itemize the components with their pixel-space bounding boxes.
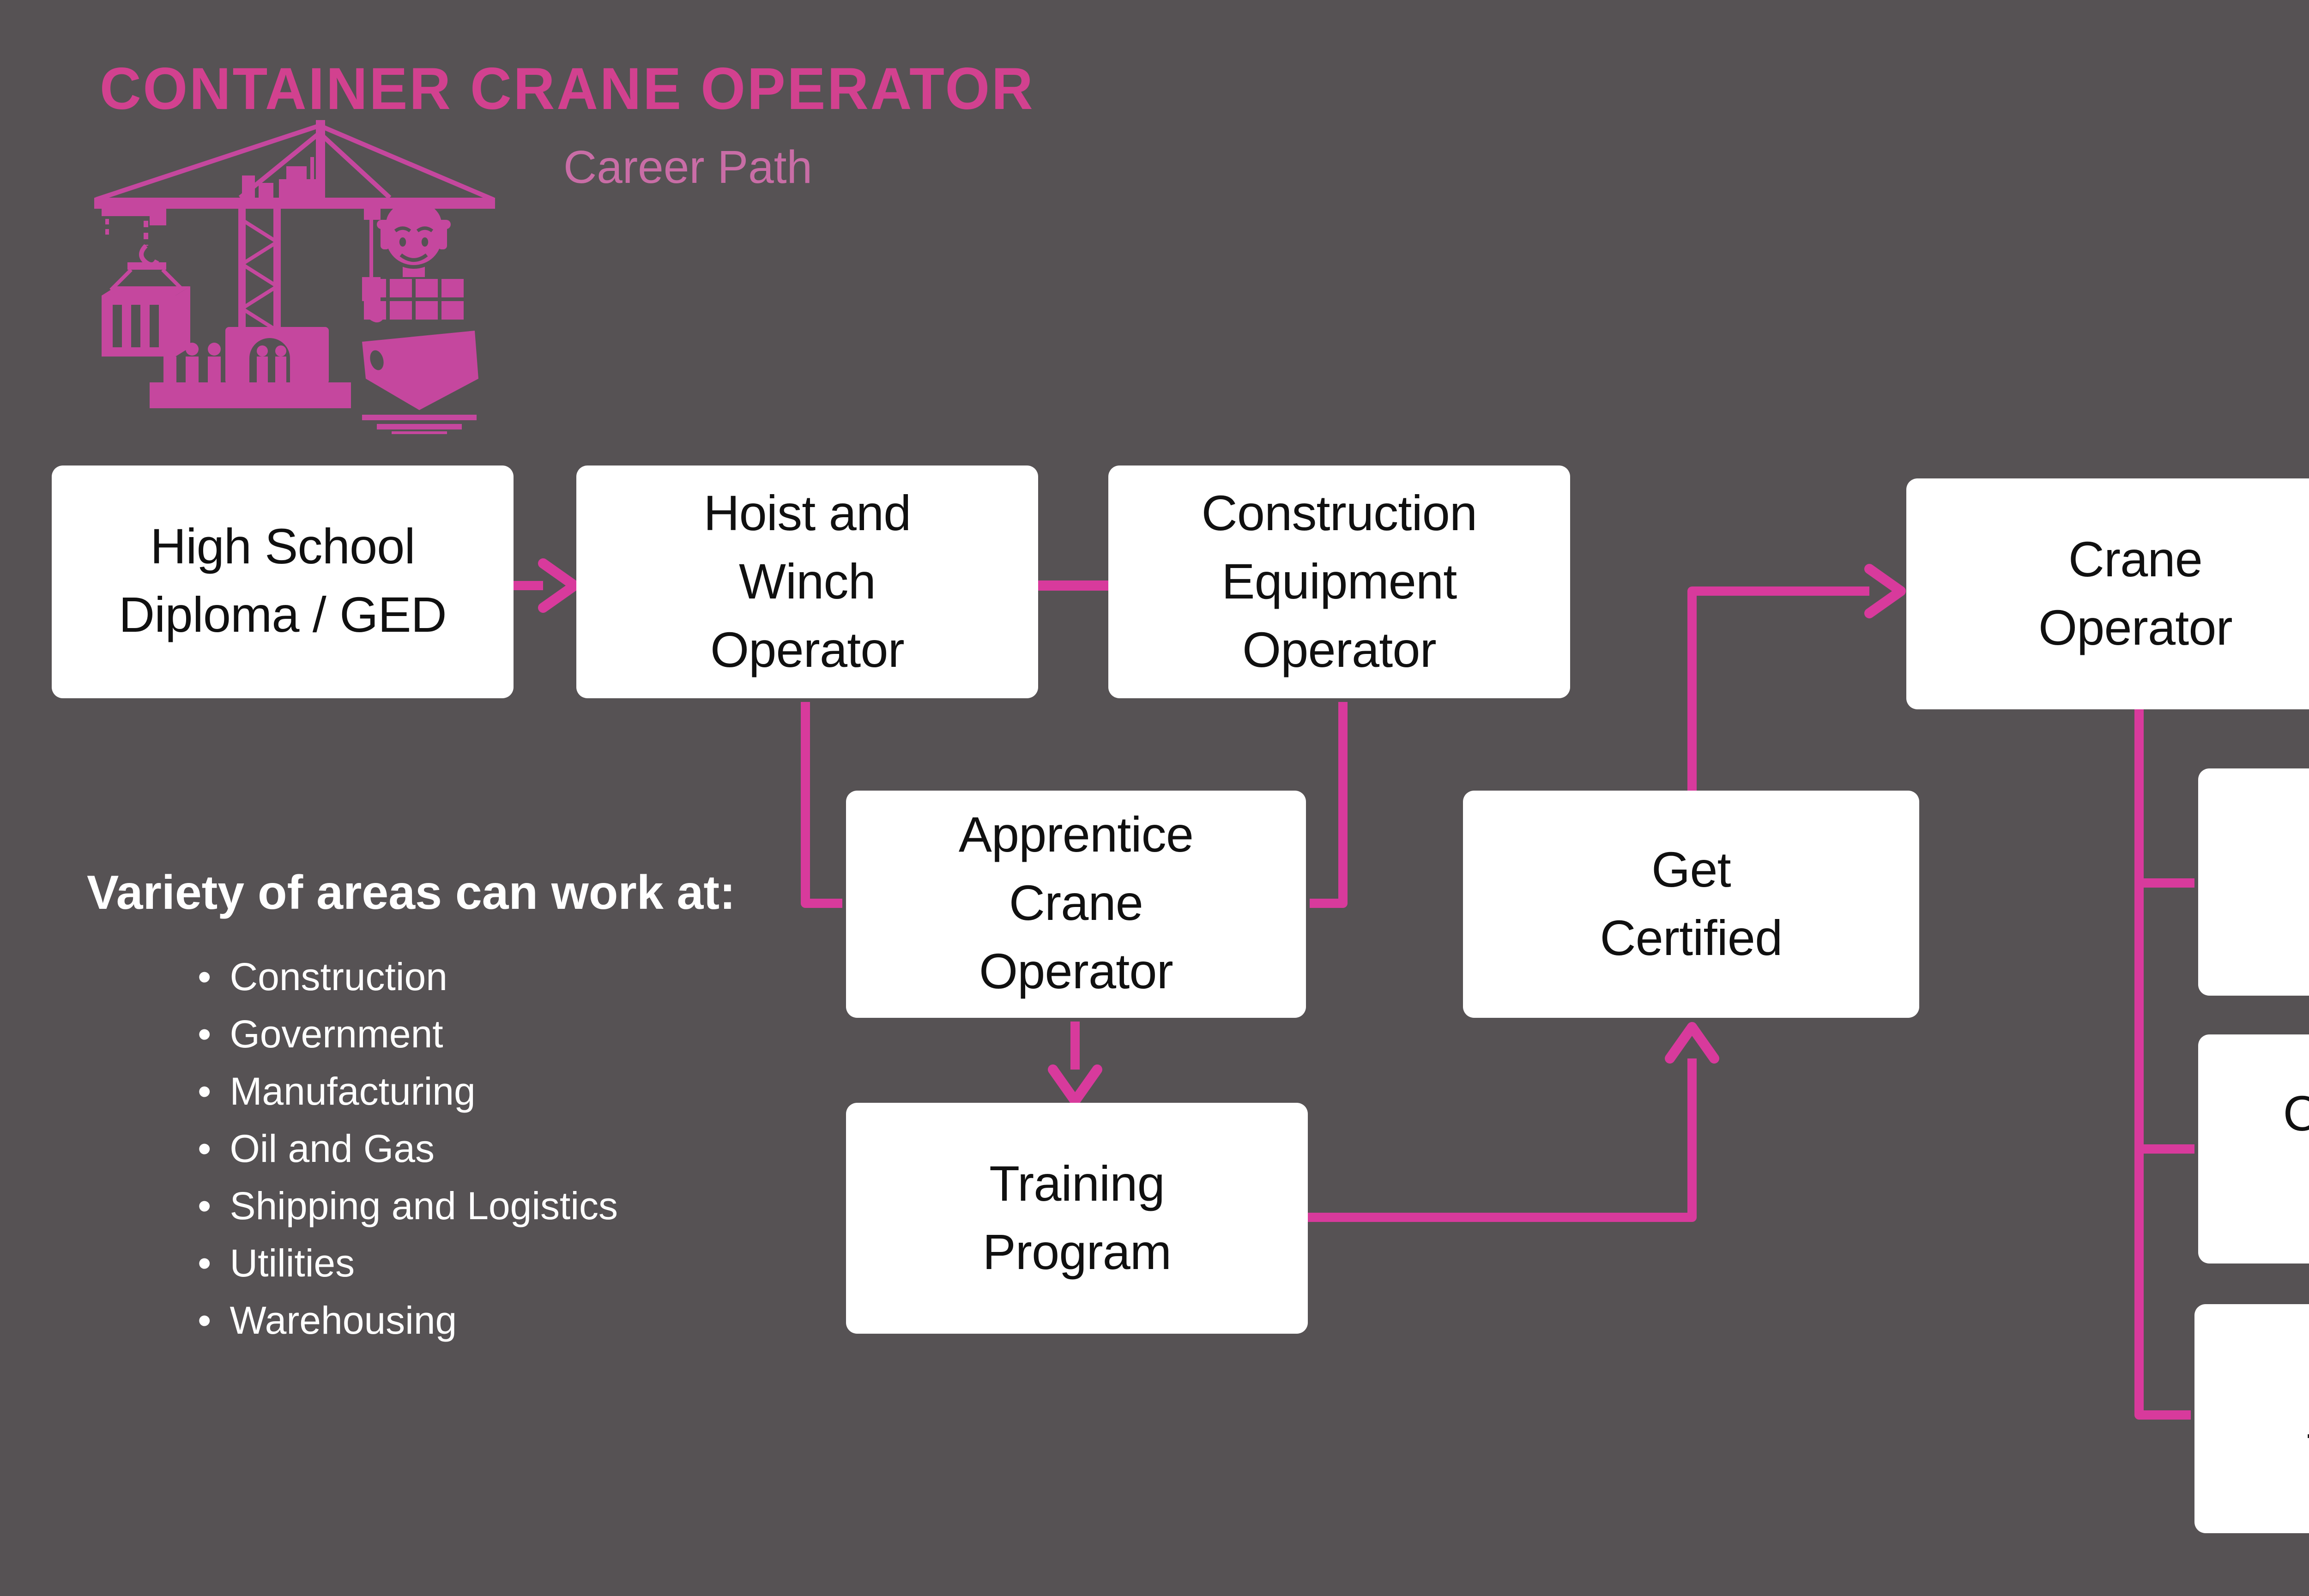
page-title: CONTAINER CRANE OPERATOR [100,55,1035,122]
work-areas-heading: Variety of areas can work at: [87,864,736,920]
list-item: Oil and Gas [198,1121,618,1179]
node-apprentice-crane-operator: Apprentice Crane Operator [846,791,1306,1018]
list-item: Utilities [198,1236,618,1293]
connector-training-to-certified [1308,1022,1719,1222]
list-item: Manufacturing [198,1064,618,1121]
connector-construction-to-apprentice [1310,702,1348,908]
list-item: Government [198,1007,618,1064]
work-areas-list: Construction Government Manufacturing Oi… [198,949,618,1350]
page-subtitle: Career Path [563,142,813,194]
connector-operator-to-technician [2134,706,2191,1420]
node-get-certified: Get Certified [1463,791,1919,1018]
list-item: Warehousing [198,1293,618,1350]
list-item: Construction [198,949,618,1007]
node-crane-consultant: Crane Consultant [2198,768,2309,996]
node-crane-technician: Crane Technician [2194,1304,2309,1533]
container-crane-illustration-icon [94,120,495,434]
node-crane-operator: Crane Operator [1906,478,2309,709]
node-construction-equipment-operator: Construction Equipment Operator [1108,466,1570,698]
node-crane-safety-inspector: Crane Safety Inspector [2198,1034,2309,1264]
connector-certified-to-operator [1687,564,1906,791]
connector-hoist-to-apprentice [801,702,842,908]
list-item: Shipping and Logistics [198,1179,618,1236]
node-training-program: Training Program [846,1103,1308,1334]
node-hoist-winch-operator: Hoist and Winch Operator [576,466,1038,698]
node-high-school-diploma: High School Diploma / GED [52,466,514,698]
